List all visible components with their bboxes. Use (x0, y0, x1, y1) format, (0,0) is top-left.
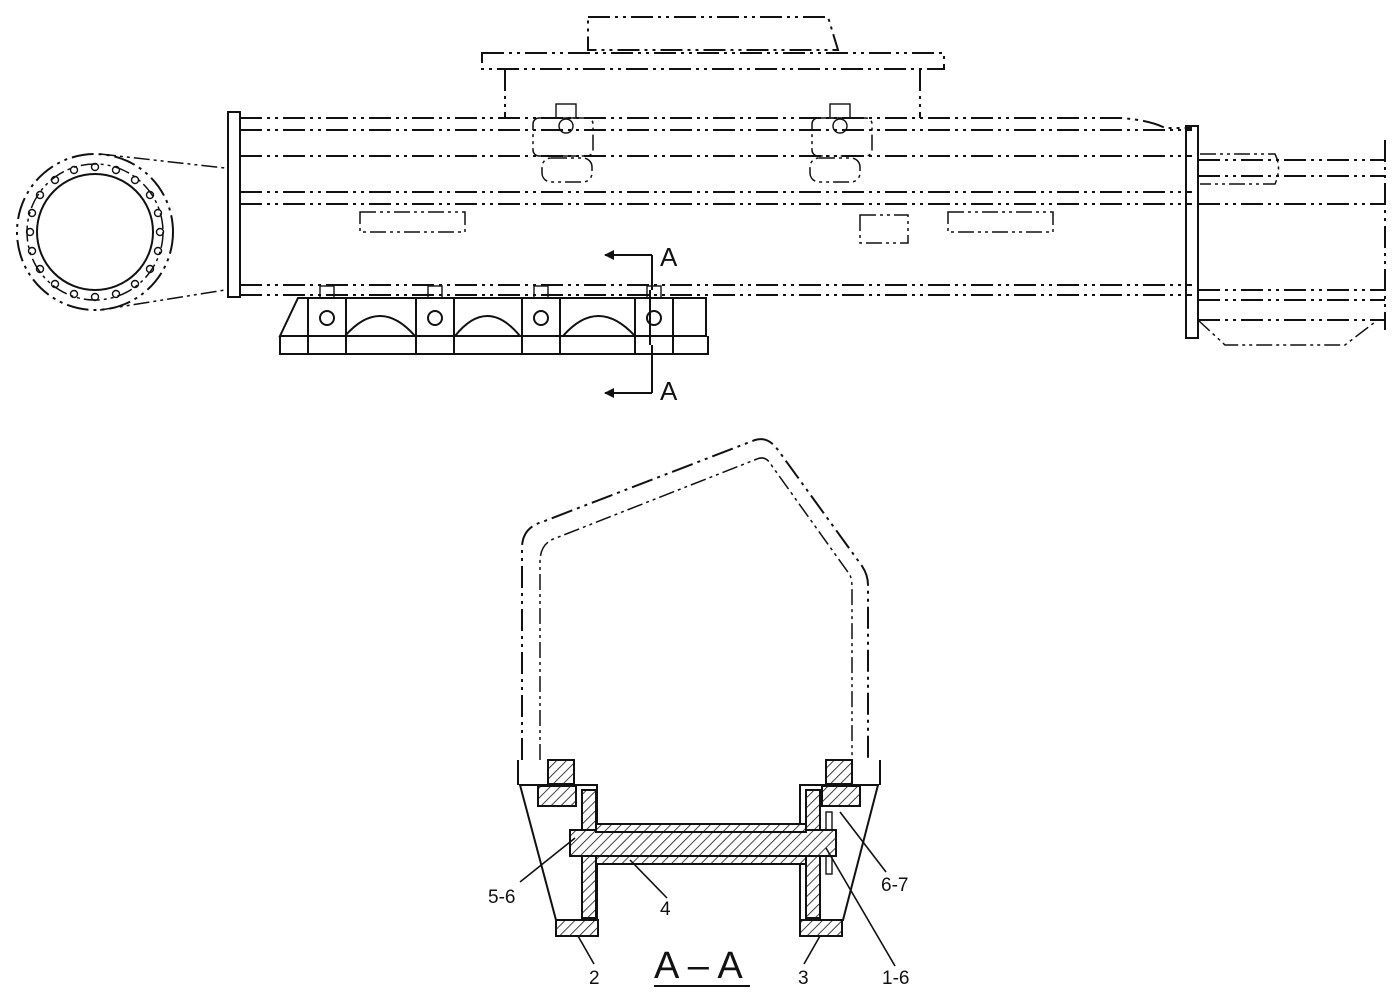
pin-part-5 (569, 829, 837, 857)
elevation-view: A A (16, 16, 1386, 406)
section-letter-bottom: A (660, 376, 678, 406)
section-letter-top: A (660, 242, 678, 272)
upper-housing (481, 16, 945, 118)
carrier-bracket-left (532, 103, 594, 183)
end-flange (227, 111, 241, 298)
frame-opening-3 (947, 211, 1054, 233)
top-clip-right (821, 785, 861, 807)
callout-2: 2 (589, 968, 600, 989)
frame-section-outline (521, 438, 869, 760)
track-frame (240, 117, 1386, 346)
roller-guard (278, 285, 709, 355)
foot-plate-part-3 (799, 919, 843, 937)
top-block-left (547, 759, 575, 785)
spacer-tube-part-4 (595, 855, 807, 865)
top-block-right (825, 759, 853, 785)
callout-4: 4 (660, 899, 671, 920)
foot-plate-part-2 (555, 919, 599, 937)
section-view: 5-6 4 6-7 1-6 2 3 A – A (488, 438, 909, 989)
idler-wheel (16, 153, 226, 311)
callout-1-6: 1-6 (882, 968, 909, 989)
callout-5-6: 5-6 (488, 887, 515, 908)
frame-opening-2 (859, 214, 909, 244)
spacer-tube-top (595, 823, 807, 833)
frame-opening-1 (359, 211, 466, 233)
section-cut-line: A A (604, 242, 678, 406)
carrier-bracket-right (809, 103, 873, 183)
callout-3: 3 (798, 968, 809, 989)
section-title: A – A (654, 945, 743, 987)
callout-6-7: 6-7 (881, 875, 908, 896)
top-clip-left (537, 785, 577, 807)
